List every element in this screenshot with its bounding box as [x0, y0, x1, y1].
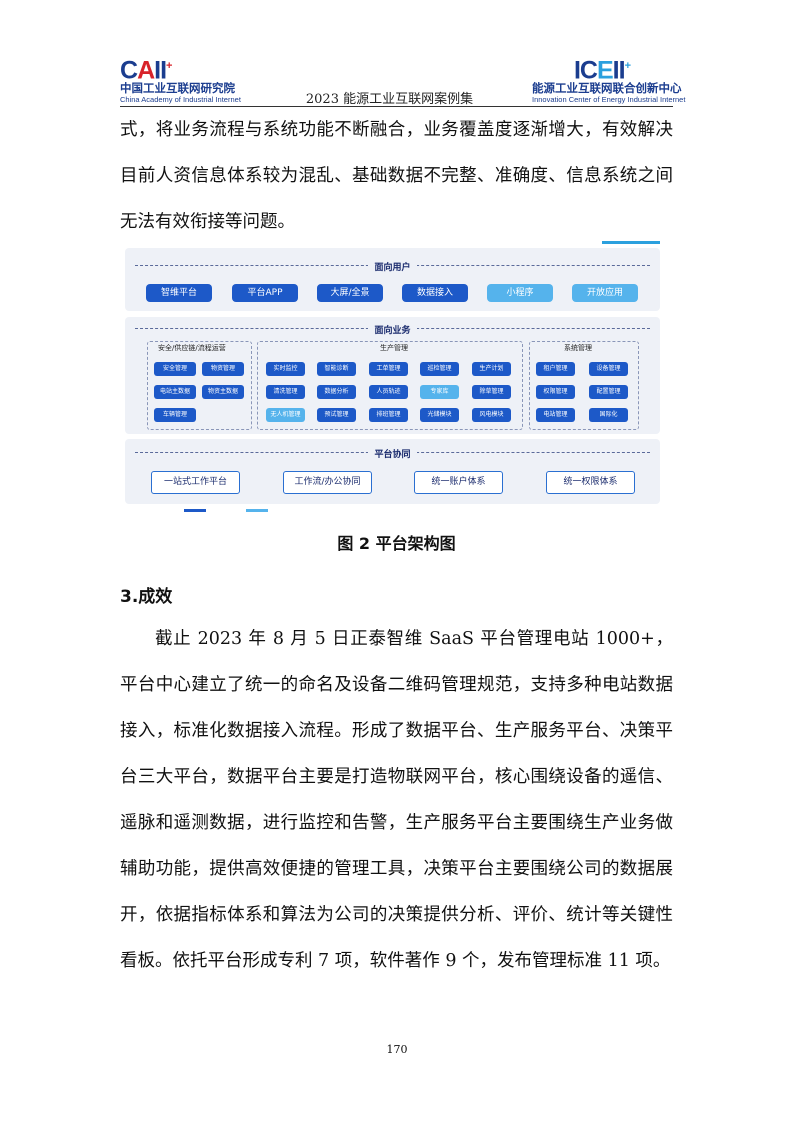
business-item: 生产计划	[472, 362, 511, 376]
business-item: 清洗管理	[266, 385, 305, 399]
business-item: 安全管理	[154, 362, 196, 376]
business-item: 物资管理	[202, 362, 244, 376]
collab-item: 工作流/办公协同	[283, 471, 372, 494]
business-item: 数据分析	[317, 385, 356, 399]
business-item: 光储模块	[420, 408, 459, 422]
caii-logo: CAII+ 中国工业互联网研究院 China Academy of Indust…	[120, 54, 255, 105]
business-item: 工单管理	[369, 362, 408, 376]
group-title: 系统管理	[564, 344, 592, 352]
user-item: 小程序	[487, 284, 553, 302]
business-item: 配置管理	[589, 385, 628, 399]
user-layer-title: 面向用户	[368, 263, 417, 273]
section-heading: 3.成效	[120, 587, 173, 607]
caii-logo-en: China Academy of Industrial Internet	[120, 95, 241, 105]
user-item: 大屏/全景	[317, 284, 383, 302]
user-item: 智维平台	[146, 284, 212, 302]
business-item: 物资主数据	[202, 385, 244, 399]
figure-caption: 图 2 平台架构图	[337, 534, 456, 553]
user-item: 数据接入	[402, 284, 468, 302]
diagram-bottom-mark	[246, 509, 268, 512]
platform-architecture-diagram: 面向用户 智维平台 平台APP 大屏/全景 数据接入 小程序 开放应用 面向业务…	[120, 241, 665, 513]
business-layer-title: 面向业务	[368, 326, 417, 336]
business-group-production: 生产管理 实时监控 智能诊断 工单管理 巡检管理 生产计划 清洗管理 数据分析 …	[257, 341, 523, 430]
diagram-accent-bar	[602, 241, 660, 244]
business-item: 巡检管理	[420, 362, 459, 376]
collab-item: 统一权限体系	[546, 471, 635, 494]
business-item: 除草管理	[472, 385, 511, 399]
business-item: 无人机管理	[266, 408, 305, 422]
header-title: 2023 能源工业互联网案例集	[305, 92, 474, 107]
business-item: 租户管理	[536, 362, 575, 376]
business-item: 排班管理	[369, 408, 408, 422]
business-item: 实时监控	[266, 362, 305, 376]
caii-logo-cn: 中国工业互联网研究院	[120, 81, 235, 96]
paragraph-2: 截止 2023 年 8 月 5 日正泰智维 SaaS 平台管理电站 1000+，…	[120, 629, 673, 971]
user-layer-panel: 面向用户 智维平台 平台APP 大屏/全景 数据接入 小程序 开放应用	[125, 248, 660, 311]
group-title: 安全/供应链/流程运营	[158, 344, 226, 352]
header-rule	[120, 106, 673, 107]
business-item: 预试管理	[317, 408, 356, 422]
caii-logo-mark: CAII+	[120, 56, 173, 85]
collab-layer-title: 平台协同	[368, 450, 417, 460]
business-group-system: 系统管理 租户管理 设备管理 权限管理 配置管理 电站管理 国际化	[529, 341, 639, 430]
page-number: 170	[386, 1043, 408, 1056]
user-item: 开放应用	[572, 284, 638, 302]
iceii-logo-en: Innovation Center of Energy Industrial I…	[532, 95, 686, 105]
user-item: 平台APP	[232, 284, 298, 302]
group-title: 生产管理	[380, 344, 408, 352]
business-item: 国际化	[589, 408, 628, 422]
business-item: 专家库	[420, 385, 459, 399]
collab-item: 统一账户体系	[414, 471, 503, 494]
iceii-logo-cn: 能源工业互联网联合创新中心	[532, 81, 682, 96]
business-group-ops: 安全/供应链/流程运营 安全管理 物资管理 电站主数据 物资主数据 车辆管理	[147, 341, 252, 430]
business-item: 电站管理	[536, 408, 575, 422]
business-item: 设备管理	[589, 362, 628, 376]
iceii-logo: ICEII+ 能源工业互联网联合创新中心 Innovation Center o…	[532, 54, 686, 105]
collab-layer-panel: 平台协同 一站式工作平台 工作流/办公协同 统一账户体系 统一权限体系	[125, 439, 660, 504]
paragraph-1: 式，将业务流程与系统功能不断融合，业务覆盖度逐渐增大，有效解决目前人资信息体系较…	[120, 120, 673, 232]
iceii-logo-mark: ICEII+	[573, 56, 631, 85]
business-item: 权限管理	[536, 385, 575, 399]
business-item: 车辆管理	[154, 408, 196, 422]
business-item: 风电模块	[472, 408, 511, 422]
diagram-bottom-mark	[184, 509, 206, 512]
collab-item: 一站式工作平台	[151, 471, 240, 494]
business-item: 人员轨迹	[369, 385, 408, 399]
business-layer-panel: 面向业务 安全/供应链/流程运营 安全管理 物资管理 电站主数据 物资主数据 车…	[125, 317, 660, 434]
business-item: 智能诊断	[317, 362, 356, 376]
business-item: 电站主数据	[154, 385, 196, 399]
